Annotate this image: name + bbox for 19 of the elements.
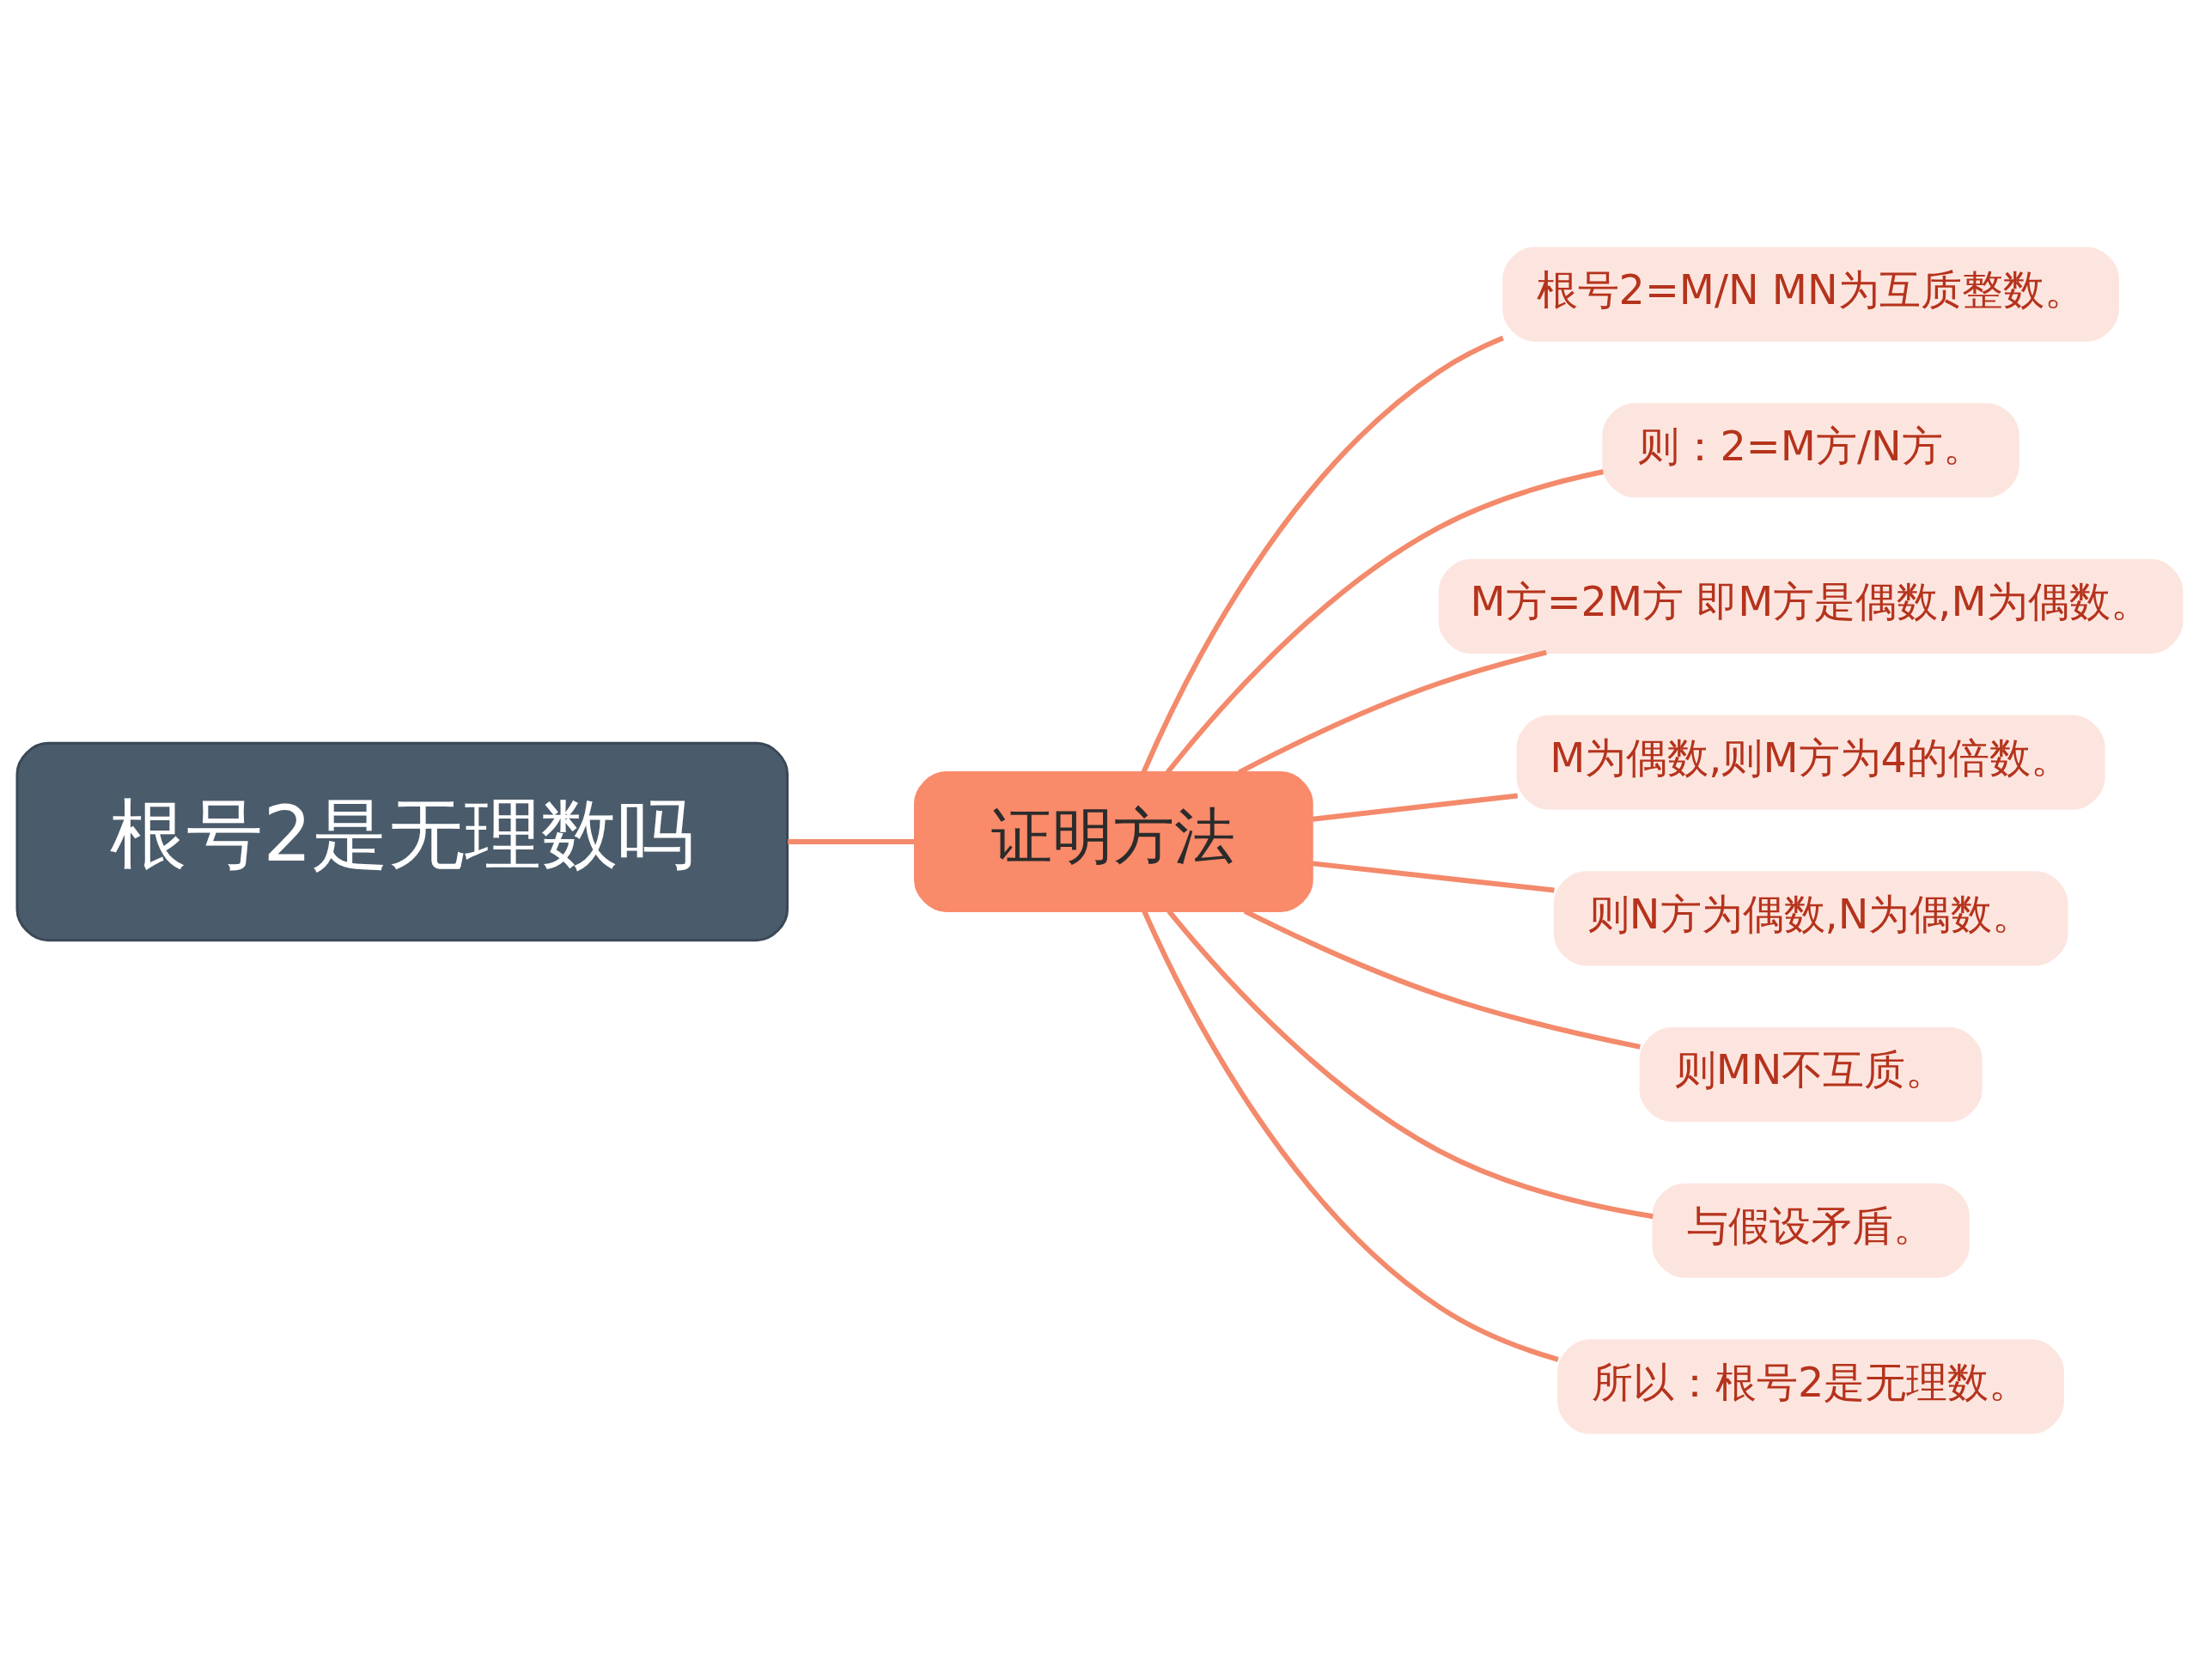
node-box: 证明方法 (914, 770, 1313, 912)
connector (1167, 909, 1654, 1219)
node-box: 与假设矛盾。 (1652, 1183, 1970, 1278)
connector (1312, 860, 1555, 893)
connector (1142, 909, 1559, 1362)
node-box: 则：2=M方/N方。 (1602, 402, 2019, 497)
connector (1165, 468, 1605, 774)
node-box: M为偶数,则M方为4的倍数。 (1516, 715, 2105, 810)
node-box: M方=2M方 即M方是偶数,M为偶数。 (1438, 558, 2184, 654)
connector (1243, 908, 1641, 1050)
connector (1238, 649, 1547, 775)
node-box: 根号2=M/N MN为互质整数。 (1502, 246, 2120, 342)
node-box: 则N方为偶数,N为偶数。 (1553, 870, 2068, 965)
node-box: 所以：根号2是无理数。 (1557, 1338, 2064, 1434)
node-box: 则MN不互质。 (1639, 1026, 1983, 1122)
connector (788, 838, 915, 844)
node-box: 根号2是无理数吗 (15, 741, 789, 941)
connector (1141, 335, 1504, 773)
connector (1312, 792, 1519, 822)
